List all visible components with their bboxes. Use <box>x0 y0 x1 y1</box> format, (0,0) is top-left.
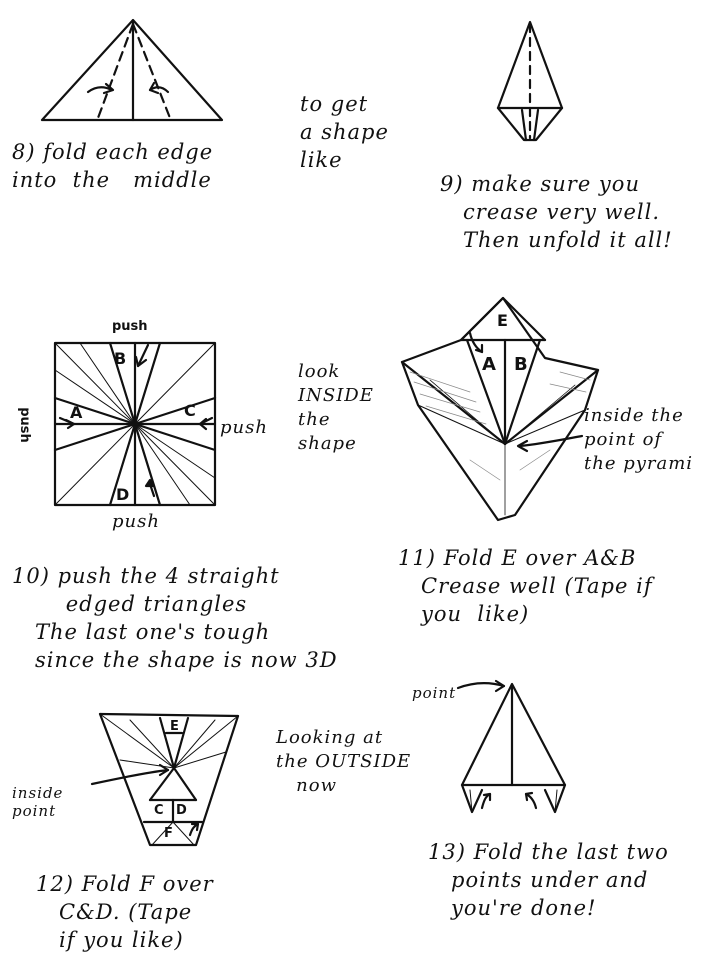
triangle-label-f: F <box>164 826 173 841</box>
square-label-b: B <box>114 349 127 368</box>
square-label-a: A <box>70 403 83 422</box>
step9-text: 9) make sure you crease very well. Then … <box>440 172 673 252</box>
step12-text: 12) Fold F over C&D. (Tape if you like) <box>36 872 214 952</box>
step10-square-diagram <box>53 341 217 507</box>
triangle-label-c: C <box>154 803 164 818</box>
push-label-bottom: push <box>112 511 160 532</box>
pyramid-label-a: A <box>482 354 496 375</box>
step13-text: 13) Fold the last two points under and y… <box>428 840 669 920</box>
step13-triangle-diagram <box>456 679 567 814</box>
step9-kite-diagram <box>496 20 564 142</box>
step8-text: 8) fold each edge into the middle <box>12 140 214 192</box>
square-label-c: C <box>184 401 196 420</box>
step11-pyramid-diagram <box>400 296 600 522</box>
step12-note: Looking at the OUTSIDE now <box>276 727 412 796</box>
step12-triangle-diagram <box>90 712 240 847</box>
step11-text: 11) Fold E over A&B Crease well (Tape if… <box>398 546 653 626</box>
step8-note: to get a shape like <box>300 92 389 172</box>
pyramid-label-b: B <box>514 354 528 375</box>
pyramid-label-e: E <box>497 311 508 330</box>
step13-point-label: point <box>412 684 457 702</box>
step11-shading <box>409 371 591 481</box>
push-label-left: push <box>16 407 32 443</box>
step12-inside-point-label: inside point <box>12 784 64 820</box>
step11-note: inside the point of the pyrami <box>584 405 694 474</box>
triangle-label-e: E <box>170 719 179 734</box>
step10-note: look INSIDE the shape <box>298 361 374 454</box>
push-label-top: push <box>112 319 148 334</box>
step10-text: 10) push the 4 straight edged triangles … <box>12 564 338 672</box>
square-label-d: D <box>116 485 130 504</box>
triangle-label-d: D <box>176 803 187 818</box>
push-label-right: push <box>220 417 268 438</box>
step8-triangle-diagram <box>40 18 224 122</box>
